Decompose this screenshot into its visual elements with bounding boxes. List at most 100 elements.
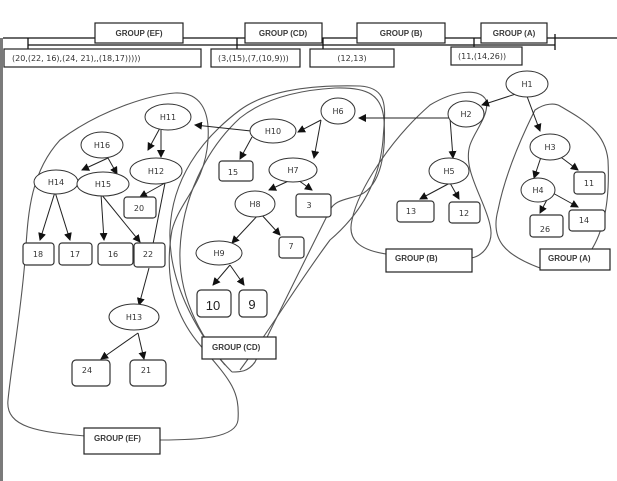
cluster-label-a: GROUP (A) <box>539 248 611 271</box>
svg-text:13: 13 <box>406 207 416 216</box>
svg-text:11: 11 <box>584 179 594 188</box>
leaf-24[interactable]: 24 <box>71 359 111 387</box>
svg-text:15: 15 <box>228 168 238 177</box>
leaf-3[interactable]: 3 <box>295 193 332 218</box>
edge-h10-h11 <box>194 121 252 132</box>
node-h12[interactable]: H12 <box>129 157 183 185</box>
edge-h12-22 <box>152 182 166 245</box>
svg-text:18: 18 <box>33 250 43 259</box>
edge-h6-h10 <box>297 119 322 133</box>
edge-h6-h7 <box>311 119 322 159</box>
svg-text:H12: H12 <box>148 167 164 176</box>
sequence-box <box>3 48 202 68</box>
header-group-label: GROUP (CD) <box>259 29 308 38</box>
node-h8[interactable]: H8 <box>234 190 276 218</box>
svg-text:H11: H11 <box>160 113 176 122</box>
cluster-label-cd: GROUP (CD) <box>201 336 277 360</box>
leaf-26[interactable]: 26 <box>529 214 564 238</box>
edge-h15-16 <box>99 193 108 241</box>
node-h5[interactable]: H5 <box>428 157 470 185</box>
leaf-7[interactable]: 7 <box>278 236 305 259</box>
sequence-text: (20,(22, 16),(24, 21),,(18,17))))) <box>12 54 140 63</box>
sequence-text: (11,(14,26)) <box>458 52 506 61</box>
header-group-label: GROUP (A) <box>493 29 536 38</box>
header-group-box <box>244 22 323 44</box>
svg-text:26: 26 <box>540 225 550 234</box>
svg-text:GROUP (A): GROUP (A) <box>548 254 591 263</box>
edge-h13-24 <box>100 332 139 360</box>
edge-h8-7 <box>259 212 281 236</box>
svg-text:21: 21 <box>141 366 151 375</box>
cluster-labels: GROUP (EF) GROUP (CD) GROUP (B) GROUP (A… <box>83 248 611 455</box>
node-h6[interactable]: H6 <box>320 97 356 125</box>
edge-h5-13 <box>419 182 451 200</box>
edge-h16-h15 <box>107 157 118 175</box>
leaf-15[interactable]: 15 <box>218 160 254 182</box>
edge-h9-9 <box>229 264 245 286</box>
left-border <box>0 38 3 481</box>
svg-text:17: 17 <box>70 250 80 259</box>
svg-text:20: 20 <box>134 204 144 213</box>
cluster-outline-b <box>350 91 492 259</box>
node-h13[interactable]: H13 <box>108 303 160 331</box>
svg-text:24: 24 <box>82 366 92 375</box>
edge-h13-21 <box>137 332 147 360</box>
header-group-box <box>94 22 184 44</box>
leaf-21[interactable]: 21 <box>129 359 167 387</box>
node-h2[interactable]: H2 <box>447 100 485 128</box>
svg-text:7: 7 <box>288 242 293 251</box>
node-h11[interactable]: H11 <box>144 103 192 131</box>
cluster-outline-cd-inner <box>179 87 385 373</box>
svg-text:GROUP (CD): GROUP (CD) <box>212 343 261 352</box>
svg-text:3: 3 <box>306 201 311 210</box>
edge-h14-18 <box>38 191 56 241</box>
edge-h12-20 <box>139 182 166 198</box>
leaf-10[interactable]: 10 <box>196 289 232 318</box>
leaf-9[interactable]: 9 <box>238 289 268 318</box>
edge-22-h13 <box>136 267 150 306</box>
cluster-label-b: GROUP (B) <box>385 248 473 273</box>
leaf-11[interactable]: 11 <box>573 171 606 195</box>
sequence-box <box>450 46 523 66</box>
svg-text:H1: H1 <box>521 80 532 89</box>
svg-text:H15: H15 <box>95 180 111 189</box>
node-h3[interactable]: H3 <box>529 133 571 161</box>
node-h15[interactable]: H15 <box>76 171 130 197</box>
leaf-13[interactable]: 13 <box>396 200 435 223</box>
header-group-ef: GROUP (EF) (20,(22, 16),(24, 21),,(18,17… <box>3 22 202 68</box>
cluster-outlines <box>7 85 609 441</box>
svg-text:GROUP (B): GROUP (B) <box>395 254 438 263</box>
header-group-box <box>356 22 446 44</box>
leaf-14[interactable]: 14 <box>568 209 606 232</box>
edge-h2-h5 <box>448 117 457 159</box>
node-h7[interactable]: H7 <box>268 157 318 183</box>
node-h10[interactable]: H10 <box>249 118 297 144</box>
sequence-text: (12,13) <box>337 54 366 63</box>
svg-text:H3: H3 <box>544 143 555 152</box>
header-group-label: GROUP (B) <box>380 29 423 38</box>
node-h1[interactable]: H1 <box>505 70 549 98</box>
leaf-16[interactable]: 16 <box>97 242 134 266</box>
edge-h1-h3 <box>524 90 542 132</box>
leaf-12[interactable]: 12 <box>448 201 481 224</box>
node-h4[interactable]: H4 <box>520 177 556 203</box>
svg-text:H4: H4 <box>532 186 543 195</box>
svg-text:H14: H14 <box>48 178 64 187</box>
leaf-17[interactable]: 17 <box>58 242 93 266</box>
svg-text:14: 14 <box>579 216 589 225</box>
header-group-b: GROUP (B) (12,13) <box>309 22 446 68</box>
edge-h8-h9 <box>231 212 261 244</box>
cluster-label-ef: GROUP (EF) <box>83 427 161 455</box>
tree-edges <box>38 90 579 360</box>
leaf-18[interactable]: 18 <box>22 242 55 266</box>
leaf-22[interactable]: 22 <box>133 242 166 268</box>
edge-h9-10 <box>212 264 231 286</box>
node-h16[interactable]: H16 <box>80 131 124 159</box>
svg-text:16: 16 <box>108 250 118 259</box>
leaf-20[interactable]: 20 <box>123 196 157 219</box>
edge-h15-22 <box>100 193 141 243</box>
node-h9[interactable]: H9 <box>195 240 243 266</box>
node-h14[interactable]: H14 <box>33 169 79 195</box>
edge-h10-15 <box>239 136 253 160</box>
edge-h11-h16 <box>147 127 161 151</box>
